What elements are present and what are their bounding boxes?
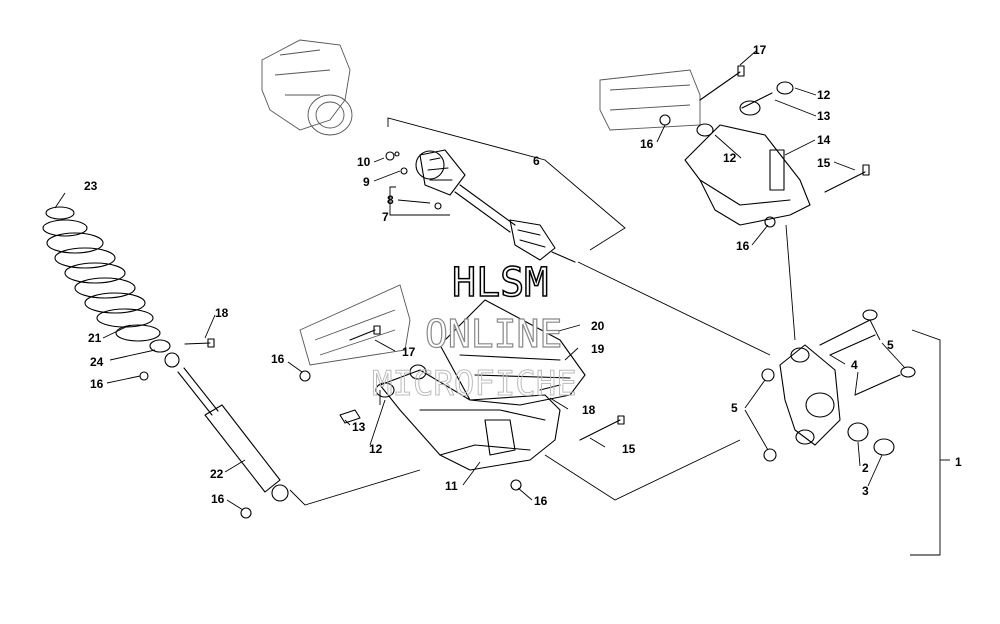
callout-15-lower: 15 — [622, 442, 636, 456]
callout-17-lower: 17 — [402, 345, 416, 359]
frame-ghost-right — [599, 69, 701, 131]
drive-shaft — [415, 149, 576, 263]
callout-15-upper: 15 — [817, 156, 831, 170]
watermark: HLSM ONLINE MICROFICHE — [372, 259, 578, 404]
callout-23: 23 — [84, 179, 98, 193]
watermark-line-1: HLSM — [452, 260, 548, 306]
callout-19: 19 — [591, 342, 605, 356]
callout-1: 1 — [955, 455, 962, 469]
callout-18-skid: 18 — [582, 403, 596, 417]
callout-16-frame: 16 — [271, 352, 285, 366]
watermark-line-3: MICROFICHE — [372, 364, 577, 404]
frame-ghost-mid — [299, 284, 411, 366]
coil-spring — [42, 206, 171, 353]
callout-18-shock: 18 — [215, 306, 229, 320]
watermark-line-2: ONLINE — [425, 312, 562, 356]
lower-a-arm — [375, 364, 561, 471]
clip-parts — [385, 151, 442, 210]
callout-9: 9 — [363, 175, 370, 189]
callout-5-upper: 5 — [887, 338, 894, 352]
callout-13-upper: 13 — [817, 109, 831, 123]
callout-labels: 1 2 3 4 5 5 6 7 8 9 10 11 12 12 12 13 13… — [84, 43, 962, 508]
callout-17-upper: 17 — [753, 43, 767, 57]
callout-14: 14 — [817, 133, 831, 147]
callout-4: 4 — [851, 358, 858, 372]
callout-20: 20 — [591, 319, 605, 333]
callout-10: 10 — [357, 155, 371, 169]
callout-11: 11 — [445, 479, 458, 493]
callout-12-upper: 12 — [723, 151, 737, 165]
callout-21: 21 — [88, 331, 102, 345]
steering-knuckle — [761, 309, 916, 462]
callout-3: 3 — [862, 484, 869, 498]
callout-5-lower: 5 — [731, 401, 738, 415]
frame-ghost-top — [261, 39, 353, 136]
callout-16-upper-right: 16 — [736, 239, 750, 253]
callout-16-shock-bottom: 16 — [211, 492, 225, 506]
callout-13-lower: 13 — [352, 420, 366, 434]
leader-lines — [54, 50, 950, 556]
skid-plate — [439, 299, 586, 406]
upper-a-arm — [684, 100, 811, 226]
callout-16-lower-arm: 16 — [534, 494, 548, 508]
callout-2: 2 — [862, 461, 869, 475]
callout-7: 7 — [382, 210, 389, 224]
lower-hardware — [299, 325, 625, 491]
callout-12-top: 12 — [817, 88, 831, 102]
shock-absorber — [139, 338, 289, 519]
callout-12-lower: 12 — [369, 442, 383, 456]
callout-22: 22 — [210, 467, 224, 481]
callout-8: 8 — [387, 193, 394, 207]
callout-16-upper-left: 16 — [640, 137, 654, 151]
callout-6: 6 — [533, 154, 540, 168]
callout-24: 24 — [90, 355, 104, 369]
callout-16-shock-top: 16 — [90, 377, 104, 391]
